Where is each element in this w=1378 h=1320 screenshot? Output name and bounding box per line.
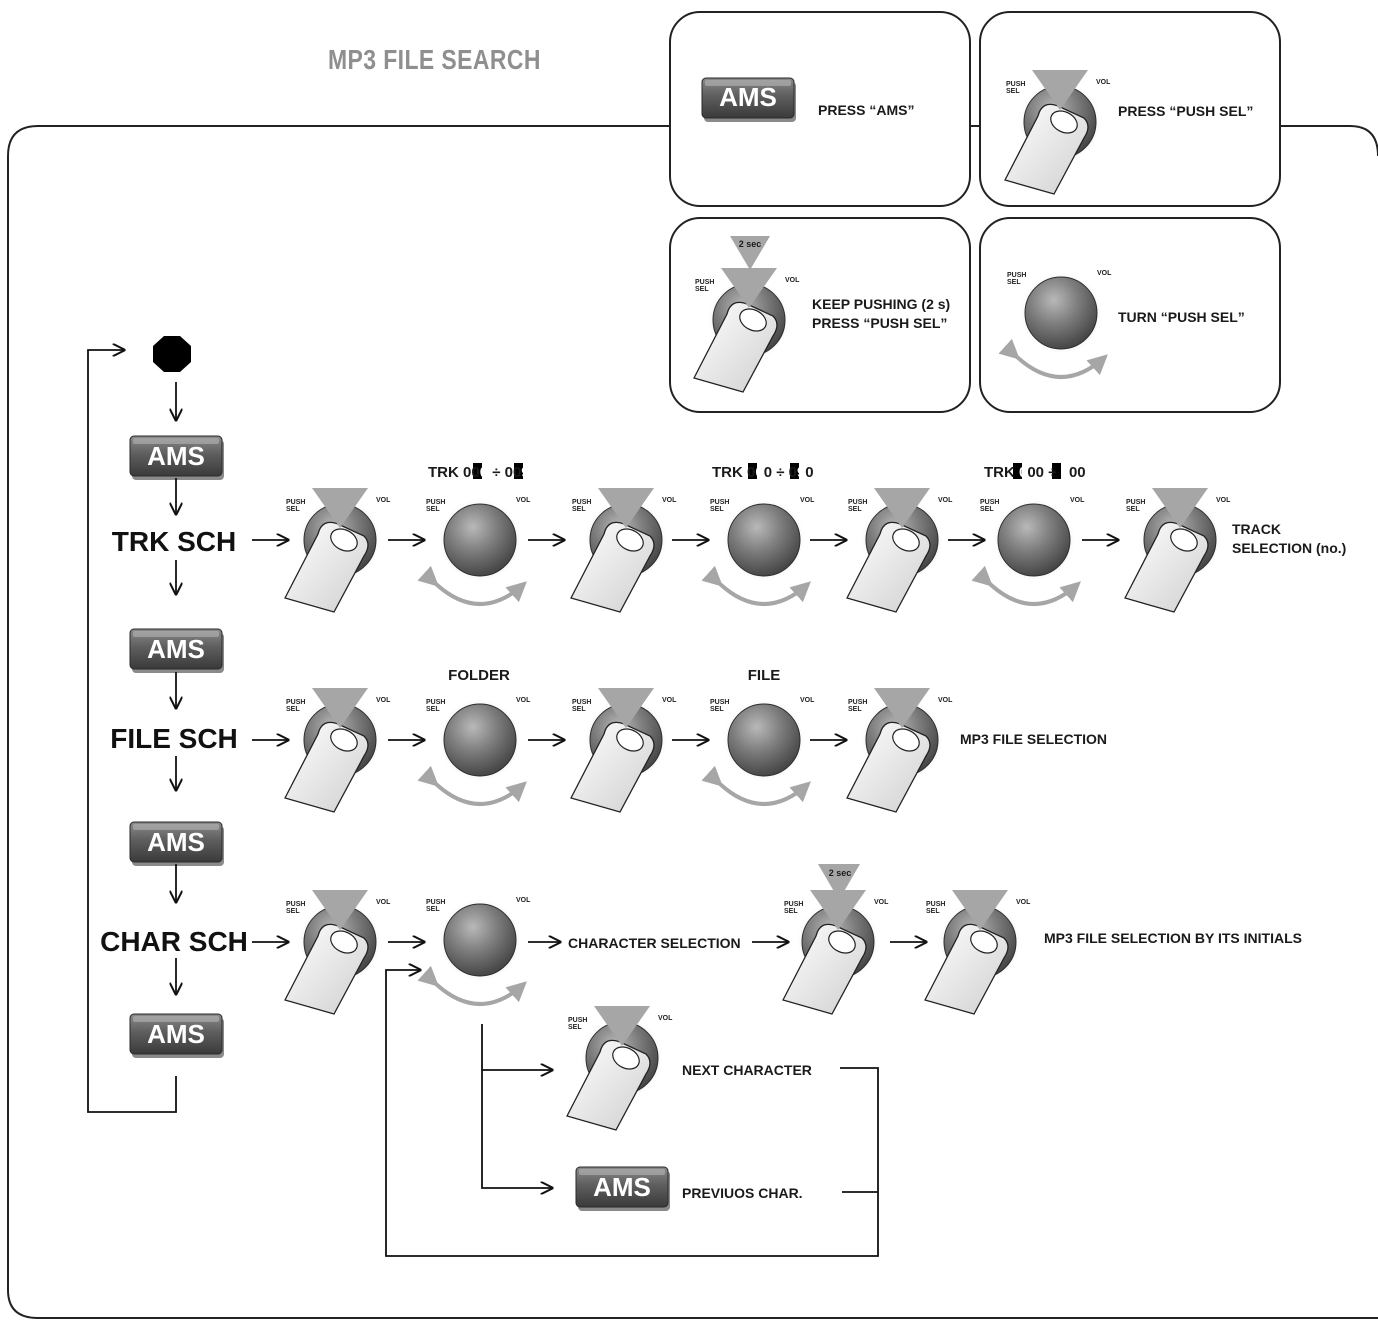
file-row: FOLDER FILE MP3 FILE SELECTION	[252, 667, 1107, 813]
svg-text:TRK 000 ÷ 090: TRK 000 ÷ 090	[712, 464, 814, 481]
legend-press-ams: PRESS “AMS”	[818, 102, 914, 118]
char-knob-turn	[426, 897, 531, 1004]
svg-text:AMS: AMS	[593, 1172, 651, 1202]
svg-text:AMS: AMS	[147, 441, 205, 471]
trk-range-3: TRK 000 ÷ 200	[984, 463, 1086, 481]
trk-result-1: TRACK	[1232, 521, 1281, 537]
svg-text:AMS: AMS	[147, 634, 205, 664]
char-knob-press-2sec	[782, 889, 890, 1015]
main-frame	[7, 125, 1378, 1319]
file-knob-press-1	[284, 687, 392, 813]
file-folder-label: FOLDER	[448, 667, 510, 684]
svg-text:AMS: AMS	[147, 1019, 205, 1049]
start-octagon	[153, 336, 191, 372]
legend-turn-push-sel: TURN “PUSH SEL”	[1118, 309, 1245, 325]
legend-keep-pushing-1: KEEP PUSHING (2 s)	[812, 296, 950, 312]
trk-knob-press-2	[570, 487, 678, 613]
legend-box-press-ams: AMS PRESS “AMS”	[669, 11, 971, 207]
trk-knob-turn-2	[710, 497, 815, 604]
file-knob-turn-file	[710, 697, 815, 804]
trk-result-2: SELECTION (no.)	[1232, 540, 1346, 556]
char-ams-button: AMS	[575, 1166, 671, 1212]
char-character-selection: CHARACTER SELECTION	[568, 935, 741, 951]
char-next-character: NEXT CHARACTER	[682, 1062, 812, 1078]
trk-knob-press-4	[1124, 487, 1232, 613]
char-two-sec: 2 sec	[829, 868, 852, 878]
ams-button-2: AMS	[129, 628, 225, 674]
file-result: MP3 FILE SELECTION	[960, 731, 1107, 747]
ams-button-3: AMS	[129, 821, 225, 867]
trk-knob-turn-1	[426, 497, 531, 604]
file-knob-press-3	[846, 687, 954, 813]
legend-keep-pushing-2: PRESS “PUSH SEL”	[812, 315, 947, 331]
legend-press-push-sel: PRESS “PUSH SEL”	[1118, 103, 1253, 119]
file-knob-press-2	[570, 687, 678, 813]
page-title: MP3 FILE SEARCH	[328, 44, 541, 75]
trk-knob-press-3	[846, 487, 954, 613]
mode-trk-sch: TRK SCH	[112, 526, 236, 557]
char-result: MP3 FILE SELECTION BY ITS INITIALS	[1044, 930, 1302, 946]
svg-text:TRK 000 ÷ 200: TRK 000 ÷ 200	[984, 464, 1086, 481]
char-knob-press-1	[284, 889, 392, 1015]
ams-button-4: AMS	[129, 1013, 225, 1059]
trk-range-2: TRK 000 ÷ 090	[712, 463, 814, 481]
legend-ams-label: AMS	[719, 82, 777, 112]
file-knob-turn-folder	[426, 697, 531, 804]
file-file-label: FILE	[748, 667, 781, 684]
legend-box-turn-push-sel: TURN “PUSH SEL”	[979, 217, 1281, 413]
char-previous-char: PREVIUOS CHAR.	[682, 1185, 803, 1201]
trk-knob-turn-3	[980, 497, 1085, 604]
loop-arrow	[87, 350, 177, 1113]
char-knob-press-next	[566, 1005, 674, 1131]
legend-box-press-push-sel: PRESS “PUSH SEL”	[979, 11, 1281, 207]
main-frame-right	[1280, 125, 1378, 157]
legend-box-keep-pushing: 2 sec KEEP PUSHING (2 s) PRESS “PUSH SEL…	[669, 217, 971, 413]
trk-row: TRK 000 ÷ 009 TRK 000 ÷ 090 TRK 000 ÷ 20…	[252, 463, 1346, 613]
svg-text:AMS: AMS	[147, 827, 205, 857]
char-knob-press-3	[924, 889, 1032, 1015]
mode-char-sch: CHAR SCH	[100, 926, 248, 957]
mode-file-sch: FILE SCH	[110, 723, 238, 754]
svg-text:TRK 000 ÷ 009: TRK 000 ÷ 009	[428, 464, 530, 481]
trk-range-1: TRK 000 ÷ 009	[428, 463, 530, 481]
ams-button-1: AMS	[129, 435, 225, 481]
char-row: CHARACTER SELECTION 2 sec MP3 FILE SELEC…	[252, 864, 1302, 1257]
trk-knob-press-1	[284, 487, 392, 613]
legend-two-sec: 2 sec	[739, 239, 762, 249]
